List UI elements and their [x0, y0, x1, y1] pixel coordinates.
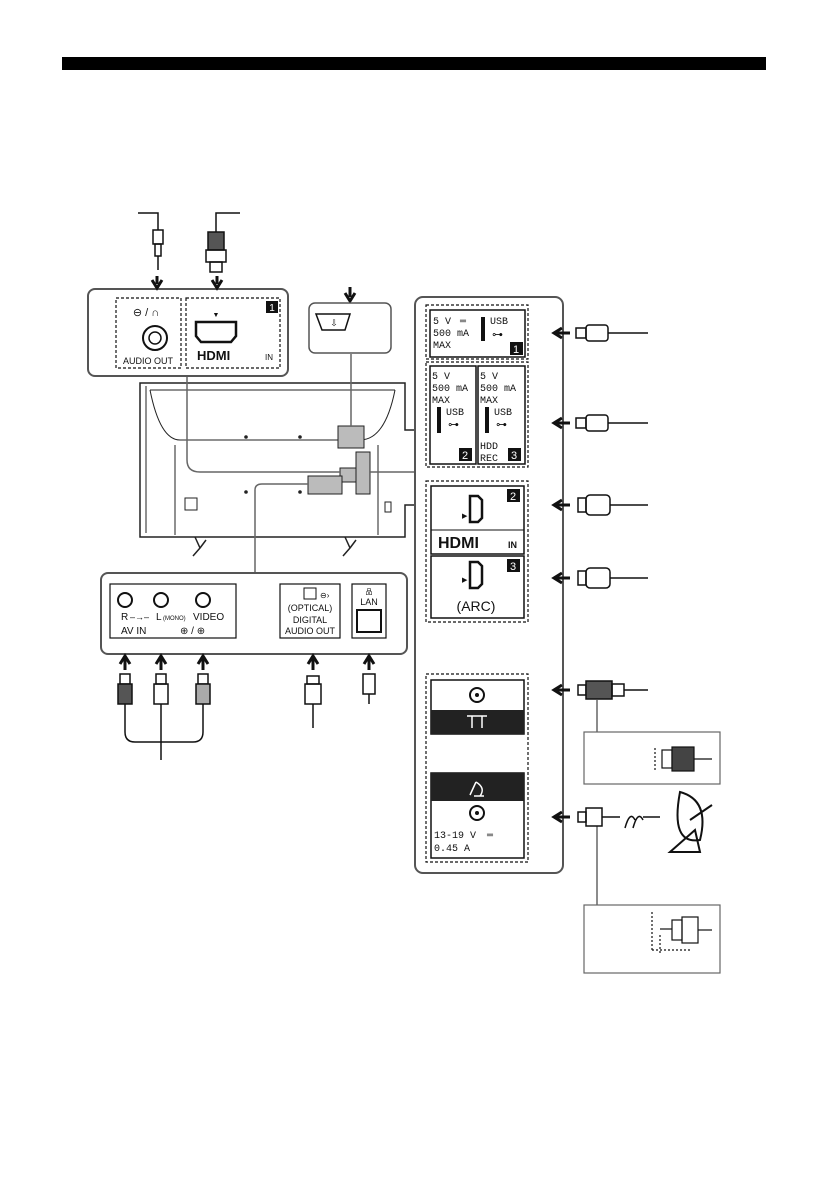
tv-port-area-top [338, 426, 364, 448]
tv-stand-left-icon [193, 537, 206, 556]
usb3-label: USB [494, 408, 512, 419]
satellite-voltage: 13-19 V [434, 831, 476, 842]
usb3-usb-icon: ⊶ [496, 419, 507, 431]
usb-cable-icon-2 [576, 415, 648, 431]
hdmi-cable-icon [206, 213, 240, 272]
optical-label-line3: AUDIO OUT [285, 626, 336, 636]
av-in-input-icons: ⊕ / ⊕ [180, 626, 205, 637]
usb1-voltage: 5 V [433, 317, 451, 328]
usb2-voltage: 5 V [432, 372, 450, 383]
headphone-jack-icon: ⊖ / ∩ [133, 307, 159, 319]
hdmi1-arrow-icon: ▼ [213, 312, 220, 319]
tv-port-area-right [356, 452, 370, 494]
usb3-current: 500 mA [480, 384, 516, 395]
antenna-connector-callout [584, 732, 720, 784]
usb2-slot [437, 407, 441, 433]
optical-cable-icon [305, 676, 321, 728]
hdmi2-logo: HDMI [438, 535, 479, 552]
usb2-number: 2 [462, 450, 468, 462]
hdmi1-number: 1 [269, 303, 275, 314]
network-icon: 品 [366, 588, 373, 596]
antenna-jack-pin [475, 693, 479, 697]
hdmi-cable-icon-3 [578, 568, 648, 588]
audio-jack-cable-icon [138, 213, 163, 270]
usb3-max: MAX [480, 396, 498, 407]
lan-label: LAN [360, 597, 378, 607]
tv-rear-view [140, 383, 415, 537]
av-in-mono-label: (MONO) [163, 616, 186, 622]
arrows-up-lower [120, 656, 374, 670]
usb-cable-icon-1 [576, 325, 648, 341]
hdmi3-arc-label: (ARC) [457, 598, 496, 614]
tv-port-area-lower [308, 476, 342, 494]
optical-label-line2: DIGITAL [293, 615, 327, 625]
usb1-current: 500 mA [433, 329, 469, 340]
hdmi-cable-icon-2 [578, 495, 648, 515]
header-bar [62, 57, 766, 70]
usb1-label: USB [490, 317, 508, 328]
usb3-hdd-label: HDD [480, 442, 498, 453]
tv-screw-holes [244, 435, 302, 494]
satellite-cable-icon [578, 808, 660, 828]
audio-out-label: AUDIO OUT [123, 356, 174, 366]
optical-label-line1: (OPTICAL) [288, 603, 333, 613]
hdmi3-arrow-icon: ▶ [462, 577, 468, 584]
satellite-connector-callout [584, 905, 720, 973]
usb3-number: 3 [511, 450, 517, 462]
hdmi1-in-label: IN [265, 353, 273, 362]
antenna-label-bar [431, 710, 524, 734]
hdmi2-in-label: IN [508, 540, 517, 550]
hdmi2-arrow-icon: ▶ [462, 513, 468, 520]
usb2-current: 500 mA [432, 384, 468, 395]
hdmi1-logo: HDMI [197, 348, 230, 363]
av-in-r-label: R [121, 612, 128, 623]
usb1-dc-symbol: ═ [459, 317, 467, 328]
optical-out-icon: ⊖› [320, 591, 330, 600]
av-in-label: AV IN [121, 626, 146, 637]
usb3-slot [485, 407, 489, 433]
lan-cable-icon [363, 674, 375, 704]
satellite-dc-symbol: ═ [486, 831, 494, 842]
satellite-label-bar [431, 773, 524, 801]
av-in-l-label: L [156, 612, 162, 623]
satellite-jack-pin [475, 811, 479, 815]
av-in-input-icon: –→– [130, 612, 149, 622]
satellite-dish-large-icon [670, 792, 712, 852]
usb1-slot [481, 317, 485, 341]
hdmi3-number: 3 [510, 561, 516, 573]
usb3-voltage: 5 V [480, 372, 498, 383]
top-port-panel [88, 289, 288, 376]
usb2-label: USB [446, 408, 464, 419]
ci-slot-arrow-icon: ⇩ [330, 318, 338, 328]
usb2-usb-icon: ⊶ [448, 419, 459, 431]
satellite-current: 0.45 A [434, 844, 470, 855]
usb2-max: MAX [432, 396, 450, 407]
usb1-max: MAX [433, 341, 451, 352]
tv-stand-right-icon [343, 537, 356, 556]
usb3-rec-label: REC [480, 454, 498, 465]
hdmi2-number: 2 [510, 491, 516, 503]
antenna-cable-icon [578, 681, 648, 699]
usb1-number: 1 [513, 344, 519, 356]
rca-cable-icon [118, 674, 210, 760]
usb1-usb-icon: ⊶ [492, 329, 503, 341]
av-in-video-label: VIDEO [193, 612, 224, 623]
